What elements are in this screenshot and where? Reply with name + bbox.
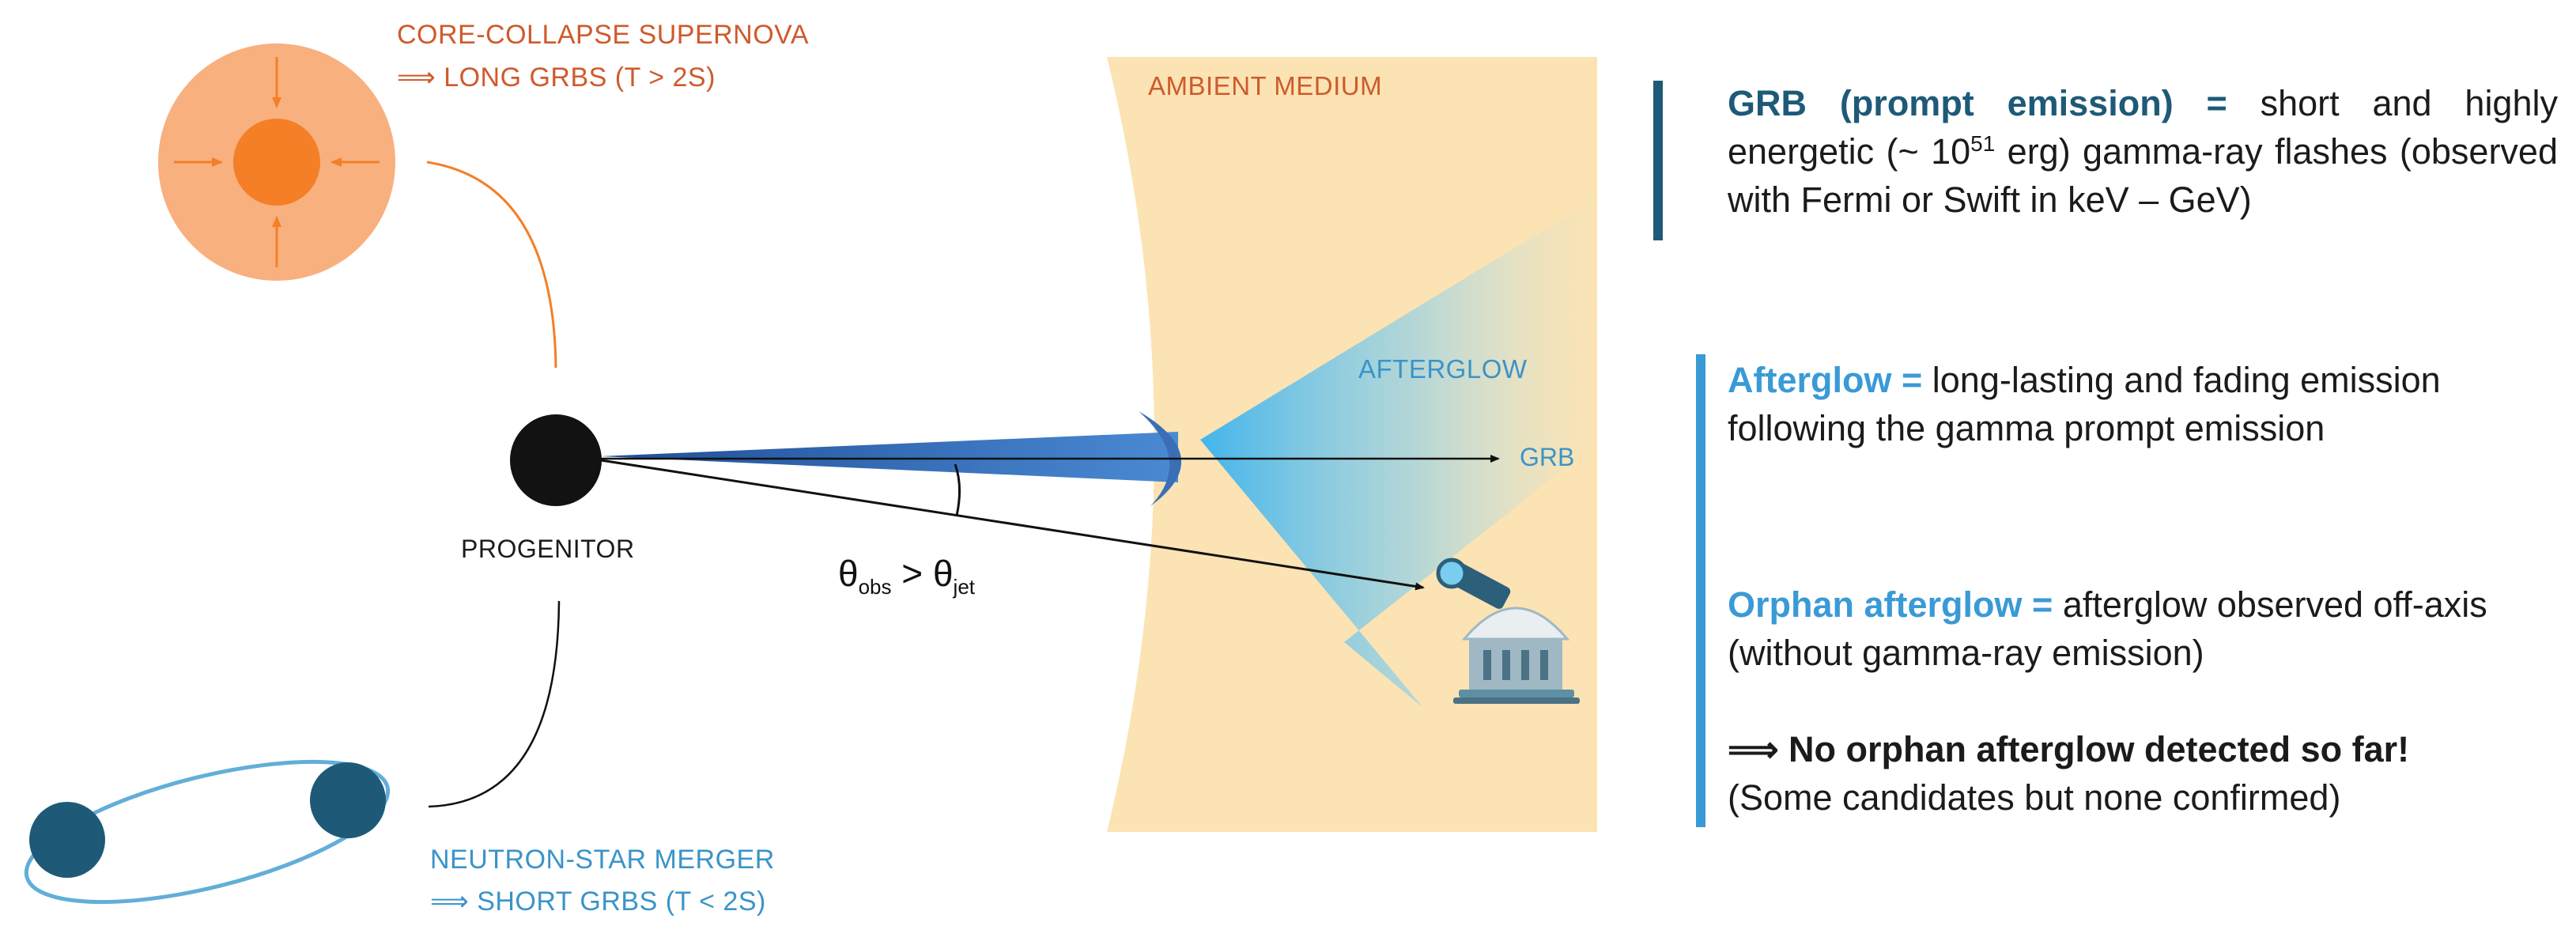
progenitor-object xyxy=(510,414,602,506)
theta-obs-symbol: θ xyxy=(838,553,859,594)
short-grb-label: ⟹ SHORT GRBS (T < 2S) xyxy=(430,886,766,917)
theta-jet-symbol: θ xyxy=(932,553,954,594)
orphan-definition: Orphan afterglow = afterglow observed of… xyxy=(1728,580,2558,677)
afterglow-desc: long-lasting and fading emission followi… xyxy=(1728,360,2441,448)
merger-label: NEUTRON-STAR MERGER xyxy=(430,845,775,875)
neutron-star-binary xyxy=(24,759,391,905)
supernova-star xyxy=(158,43,395,281)
ambient-medium-label: AMBIENT MEDIUM xyxy=(1148,71,1383,100)
grb-exponent: 51 xyxy=(1970,131,1996,156)
progenitor-label: PROGENITOR xyxy=(461,535,635,563)
grb-definition: GRB (prompt emission) = short and highly… xyxy=(1728,79,2558,224)
grb-desc-b: erg) gamma-ray flashes (observed with Fe… xyxy=(1728,131,2558,220)
merger-connector xyxy=(428,600,561,808)
grb-arrow-label: GRB xyxy=(1520,443,1575,471)
angle-relation: > xyxy=(891,553,933,594)
afterglow-term: Afterglow = xyxy=(1728,360,1923,400)
supernova-connector xyxy=(426,161,557,369)
grb-desc-a: short and highly energetic (~ 10 xyxy=(1728,83,2558,172)
theta-obs-subscript: obs xyxy=(858,575,892,599)
theta-jet-subscript: jet xyxy=(953,575,976,599)
grb-accent-bar xyxy=(1653,81,1663,240)
afterglow-definition: Afterglow = long-lasting and fading emis… xyxy=(1728,356,2558,452)
supernova-label: CORE-COLLAPSE SUPERNOVA xyxy=(397,20,810,50)
jet-head-shock xyxy=(1139,411,1182,506)
afterglow-label: AFTERGLOW xyxy=(1358,354,1528,384)
long-grb-label: ⟹ LONG GRBS (T > 2S) xyxy=(397,62,716,93)
afterglow-accent-bar xyxy=(1696,354,1705,827)
orphan-desc: afterglow observed off-axis (without gam… xyxy=(1728,584,2487,673)
grb-term: GRB (prompt emission) = xyxy=(1728,83,2227,123)
angle-condition: θobs > θjet xyxy=(838,552,975,599)
orphan-term: Orphan afterglow = xyxy=(1728,584,2053,625)
orphan-conclusion: ⟹ No orphan afterglow detected so far! xyxy=(1728,729,2410,769)
telescope-observatory-icon xyxy=(1436,558,1580,704)
orphan-note: (Some candidates but none confirmed) xyxy=(1728,777,2341,818)
relativistic-jet xyxy=(601,432,1178,482)
afterglow-cone xyxy=(1200,198,1597,708)
observer-line-of-sight xyxy=(600,459,1425,591)
angle-arc xyxy=(954,463,961,516)
